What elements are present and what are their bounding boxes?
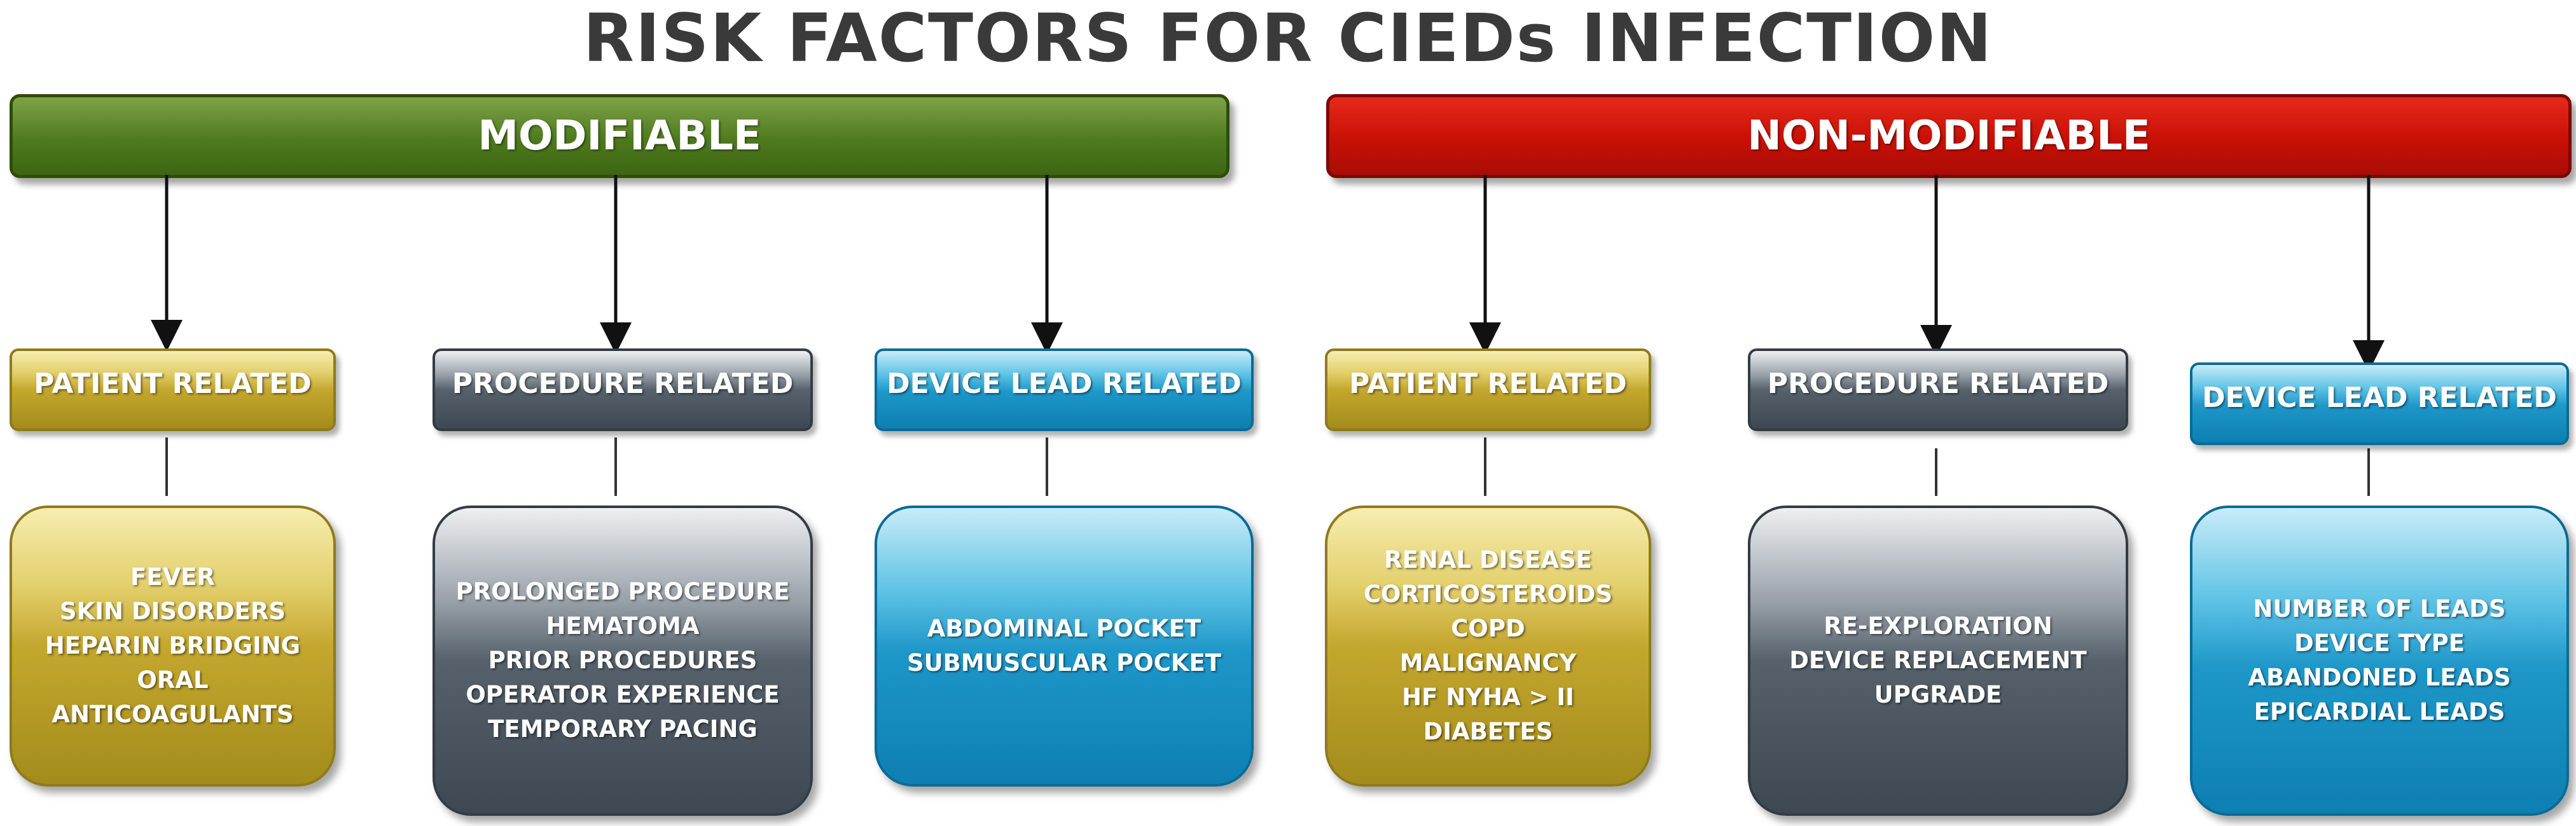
- list-item: ABDOMINAL POCKET: [927, 615, 1201, 642]
- mod-procedure-header: PROCEDURE RELATED: [433, 348, 813, 431]
- list-item: ANTICOAGULANTS: [52, 701, 294, 728]
- nonmod-procedure-box: RE-EXPLORATION DEVICE REPLACEMENT UPGRAD…: [1748, 506, 2128, 816]
- list-item: DIABETES: [1423, 718, 1553, 745]
- list-item: EPICARDIAL LEADS: [2254, 698, 2505, 726]
- list-item: HEPARIN BRIDGING: [45, 632, 301, 659]
- list-item: PRIOR PROCEDURES: [488, 647, 758, 674]
- list-item: PROLONGED PROCEDURE: [455, 578, 790, 605]
- list-item: NUMBER OF LEADS: [2253, 595, 2506, 623]
- nonmod-device-box: NUMBER OF LEADS DEVICE TYPE ABANDONED LE…: [2190, 506, 2569, 816]
- list-item: OPERATOR EXPERIENCE: [466, 681, 780, 708]
- list-item: UPGRADE: [1874, 681, 2002, 708]
- list-item: RE-EXPLORATION: [1824, 612, 2053, 640]
- non-modifiable-banner: NON-MODIFIABLE: [1326, 94, 2572, 178]
- mod-device-header: DEVICE LEAD RELATED: [875, 348, 1254, 431]
- list-item: RENAL DISEASE: [1384, 546, 1592, 574]
- list-item: MALIGNANCY: [1399, 649, 1577, 677]
- diagram-title: RISK FACTORS FOR CIEDs INFECTION: [583, 0, 1993, 77]
- nonmod-device-header: DEVICE LEAD RELATED: [2190, 362, 2569, 445]
- mod-procedure-box: PROLONGED PROCEDURE HEMATOMA PRIOR PROCE…: [433, 506, 813, 816]
- mod-patient-box: FEVER SKIN DISORDERS HEPARIN BRIDGING OR…: [10, 506, 336, 787]
- nonmod-procedure-header: PROCEDURE RELATED: [1748, 348, 2128, 431]
- modifiable-banner: MODIFIABLE: [10, 94, 1229, 178]
- list-item: HF NYHA > II: [1402, 684, 1574, 711]
- list-item: DEVICE TYPE: [2294, 630, 2465, 657]
- list-item: SKIN DISORDERS: [59, 598, 286, 625]
- list-item: CORTICOSTEROIDS: [1363, 581, 1613, 608]
- list-item: FEVER: [130, 563, 215, 591]
- list-item: ORAL: [137, 666, 209, 694]
- list-item: COPD: [1451, 615, 1525, 642]
- mod-device-box: ABDOMINAL POCKET SUBMUSCULAR POCKET: [875, 506, 1254, 787]
- nonmod-patient-header: PATIENT RELATED: [1325, 348, 1651, 431]
- list-item: DEVICE REPLACEMENT: [1789, 647, 2087, 674]
- list-item: ABANDONED LEADS: [2248, 664, 2511, 691]
- list-item: HEMATOMA: [546, 612, 700, 640]
- mod-patient-header: PATIENT RELATED: [10, 348, 336, 431]
- list-item: TEMPORARY PACING: [488, 715, 758, 743]
- list-item: SUBMUSCULAR POCKET: [906, 649, 1222, 677]
- nonmod-patient-box: RENAL DISEASE CORTICOSTEROIDS COPD MALIG…: [1325, 506, 1651, 787]
